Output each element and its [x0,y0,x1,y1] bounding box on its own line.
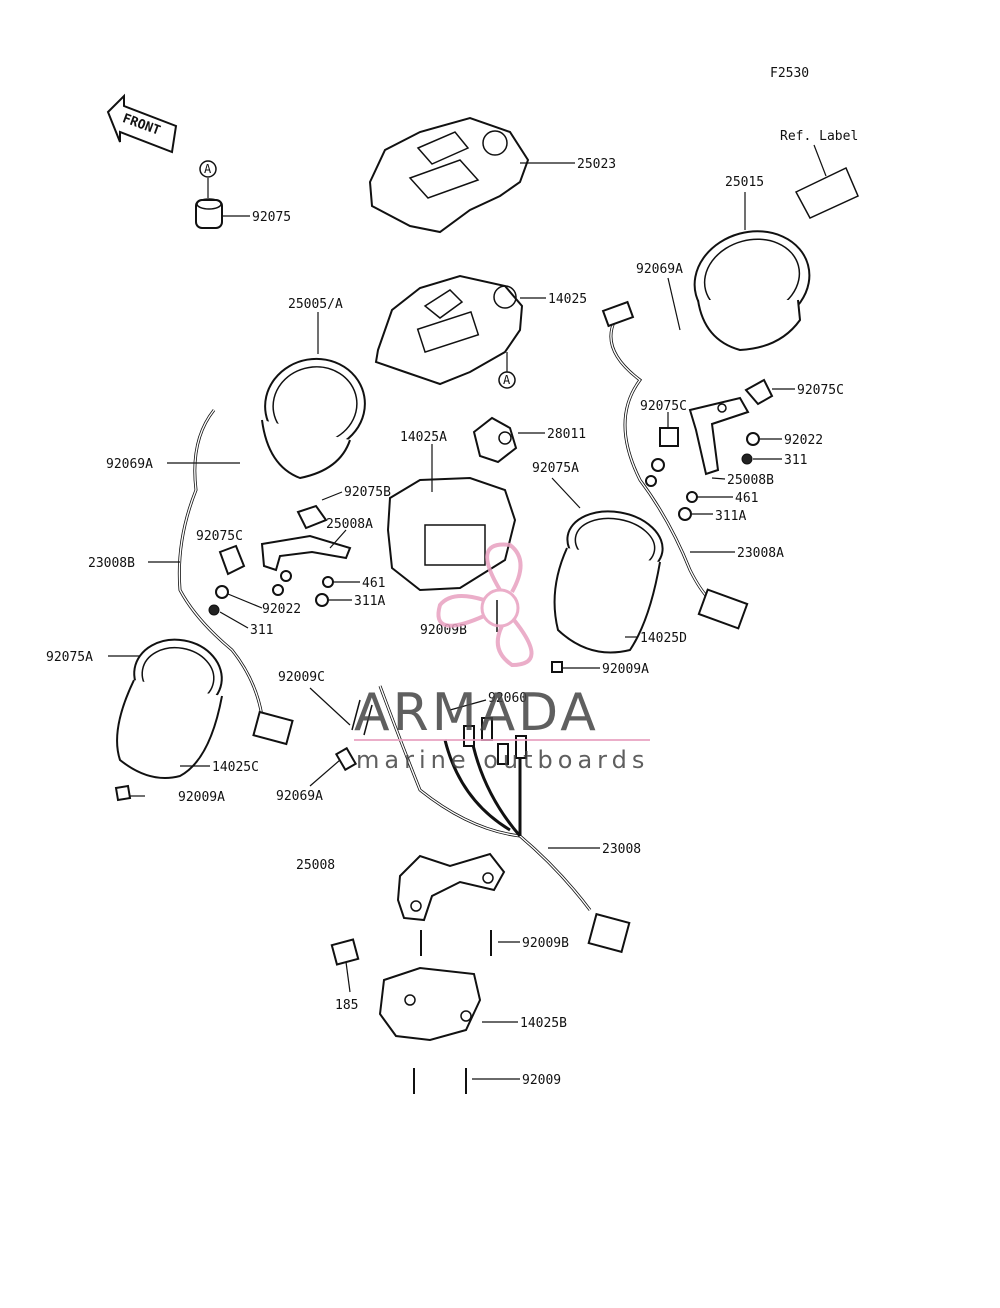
label-25008A: 25008A [326,517,373,532]
marker-a-text: A [503,373,511,387]
label-92009: 92009 [522,1073,561,1088]
grommet-92075C-right: 92075C [744,378,844,406]
label-25005A: 25005/A [288,297,343,312]
label-92075C-right: 92075C [797,383,844,398]
label-92069A-left: 92069A [106,457,153,472]
label-461-left: 461 [362,576,385,591]
label-14025C: 14025C [212,760,259,775]
watermark-brand: ARMADA [354,683,599,743]
label-14025A: 14025A [400,430,447,445]
propeller-logo-icon [436,542,534,668]
gauge-25015: 25015 [693,175,811,352]
bulb-92069A-bottom: 92069A [276,746,358,804]
screw-92009C: 92009C [278,670,373,736]
watermark-tagline: marine outboards [356,746,649,774]
washer-92022-right: 92022 [746,432,823,448]
front-arrow-icon: FRONT [106,93,178,154]
wire-harness-23008A: 23008A 92069A [601,262,784,630]
label-23008A: 23008A [737,546,784,561]
ref-label: Ref. Label [780,129,859,219]
gauge-cup-14025D: 92075A 14025D [532,461,687,654]
meter-cover-25023: 25023 [368,116,616,234]
screw-92009A-left: 92009A [114,784,225,805]
label-14025B: 14025B [520,1016,567,1031]
grommet-92075B: 92075B [296,485,391,530]
label-25015: 25015 [725,175,764,190]
part-28011: 28011 [472,416,586,464]
nut-311-right: 311 [741,453,807,468]
cover-14025B: 14025B [378,966,567,1042]
label-92075B: 92075B [344,485,391,500]
washer-92022-left: 92022 [215,585,301,617]
bolt-185: 185 [330,938,360,1013]
wire-harness-23008: 23008 92060 [378,685,641,954]
nut-311A-left: 311A [315,593,385,609]
label-92075C-right2: 92075C [640,399,687,414]
meter-case-14025: 14025 [374,274,587,386]
label-311A-left: 311A [354,594,385,609]
label-311-right: 311 [784,453,807,468]
label-461-right: 461 [735,491,758,506]
label-92022-right: 92022 [784,433,823,448]
nut-311A-right: 311A [678,507,746,524]
label-92060: 92060 [488,691,527,706]
label-92075: 92075 [252,210,291,225]
washer-left-small [272,584,284,596]
washer-right-small [651,458,665,472]
bracket-25008: 25008 [296,852,506,922]
nut-right-small [645,475,657,487]
bracket-25008A: 25008A [260,517,373,572]
grommet-92075: 92075 [195,178,291,229]
label-92069A-bottom: 92069A [276,789,323,804]
label-92009A-left: 92009A [178,790,225,805]
bracket-25008B: 25008B [688,396,774,488]
ref-label-caption: Ref. Label [780,129,858,144]
marker-a-bottom: A [498,371,516,389]
figure-code: F2530 [770,66,809,81]
wire-harness-23008B: 23008B 92069A [88,409,294,746]
grommet-92075C-right2: 92075C [640,399,687,447]
label-185: 185 [335,998,358,1013]
label-28011: 28011 [547,427,586,442]
nut-461-right: 461 [686,491,758,506]
label-14025: 14025 [548,292,587,307]
screw-92009A-right: 92009A [551,661,649,677]
label-92075C-left: 92075C [196,529,243,544]
label-311A-right: 311A [715,509,746,524]
nut-left-small [280,570,292,582]
gauge-cup-14025C: 92075A 14025C [46,638,259,779]
label-92075A-left: 92075A [46,650,93,665]
screw-92009: 92009 [413,1068,561,1094]
marker-a-top: A [199,160,217,178]
label-23008B: 23008B [88,556,135,571]
label-92009B-bottom: 92009B [522,936,569,951]
screw-92009B-bottom: 92009B [420,930,569,956]
label-25008B: 25008B [727,473,774,488]
label-92069A-right: 92069A [636,262,683,277]
nut-311-left: 311 [208,604,273,638]
label-25023: 25023 [577,157,616,172]
watermark: ARMADA marine outboards [354,542,650,774]
label-311-left: 311 [250,623,273,638]
marker-a-text: A [204,162,212,176]
nut-461-left: 461 [322,576,385,591]
gauge-25005A: 25005/A [261,297,366,480]
label-92009C: 92009C [278,670,325,685]
label-92022-left: 92022 [262,602,301,617]
label-23008: 23008 [602,842,641,857]
grommet-92075C-left: 92075C [196,529,246,576]
label-14025D: 14025D [640,631,687,646]
meter-base-14025A: 14025A [386,430,517,592]
label-92075A-mid: 92075A [532,461,579,476]
label-25008: 25008 [296,858,335,873]
label-92009A-right: 92009A [602,662,649,677]
